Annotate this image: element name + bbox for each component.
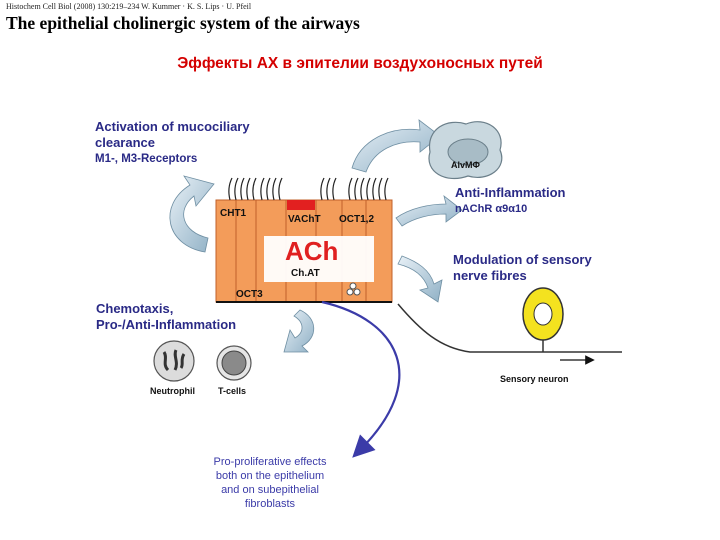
t-cell [216, 345, 252, 381]
activation-label: Activation of mucociliary clearance M1-,… [95, 119, 250, 167]
macrophage-cell [428, 121, 503, 180]
citation-line: Histochem Cell Biol (2008) 130:219–234 W… [6, 2, 252, 11]
chemotaxis-line-1: Chemotaxis, [96, 301, 174, 316]
alvmf-label: AlvMΦ [451, 160, 480, 170]
note-line-2: both on the epithelium [215, 470, 325, 482]
figure-title: The epithelial cholinergic system of the… [6, 13, 360, 33]
proliferative-note: Pro-proliferative effects both on the ep… [190, 455, 350, 511]
cilia [228, 177, 389, 201]
arrow-to-proliferative [321, 300, 401, 458]
note-line-1: Pro-proliferative effects [213, 456, 327, 468]
anti-inflammation-text: Anti-Inflammation [455, 185, 566, 200]
arrow-to-anti-inflammation [395, 194, 463, 227]
activation-line-2: clearance [95, 135, 155, 150]
modulation-line-1: Modulation of sensory [453, 252, 592, 267]
epithelium-block [215, 199, 393, 303]
activation-line-1: Activation of mucociliary [95, 119, 250, 134]
tcells-label: T-cells [218, 386, 247, 396]
oct12-label: OCT1,2 [339, 214, 375, 225]
note-line-4: fibroblasts [244, 498, 296, 510]
ach-label: ACh [285, 236, 339, 266]
slide-subtitle: Эффекты АХ в эпителии воздухоносных путе… [177, 55, 543, 72]
sensory-neuron-label: Sensory neuron [500, 374, 569, 384]
modulation-line-2: nerve fibres [453, 268, 527, 283]
oct3-label: OCT3 [236, 289, 263, 300]
anti-inflammation-label: Anti-Inflammation nAChR α9α10 [455, 185, 566, 217]
chat-label: Ch.AT [291, 268, 320, 279]
arrow-to-activation [169, 175, 215, 253]
modulation-label: Modulation of sensory nerve fibres [453, 252, 592, 284]
arrow-to-chemotaxis [283, 309, 315, 353]
cht1-label: CHT1 [220, 208, 247, 219]
neutrophil-label: Neutrophil [150, 386, 195, 396]
arrow-to-macrophage [351, 119, 441, 173]
note-line-3: and on subepithelial [221, 484, 319, 496]
chemotaxis-label: Chemotaxis, Pro-/Anti-Inflammation [96, 301, 236, 333]
chemotaxis-line-2: Pro-/Anti-Inflammation [96, 317, 237, 332]
sensory-neuron [397, 287, 622, 365]
arrow-to-modulation [397, 255, 443, 303]
vacht-label: VAChT [288, 214, 321, 225]
activation-line-3: M1-, M3-Receptors [95, 153, 198, 165]
neutrophil-cell [153, 340, 195, 382]
nachr-text: nAChR α9α10 [455, 203, 528, 215]
